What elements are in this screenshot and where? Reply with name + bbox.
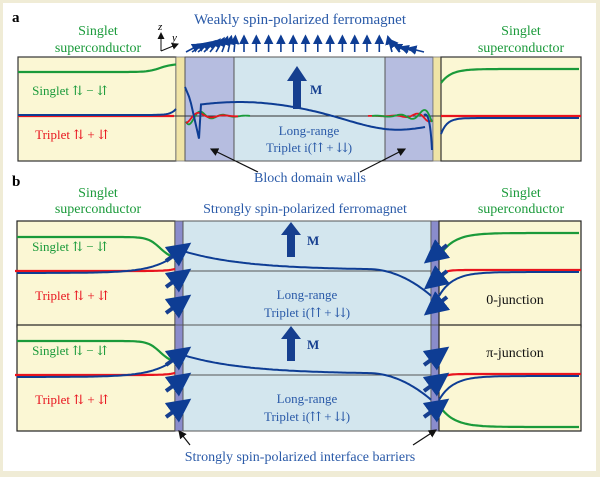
barrier-spin-arrow-icon (422, 346, 450, 371)
magnetization-arrow-icon (287, 66, 307, 109)
long-range-curve (182, 354, 432, 401)
right-sc-label-line2: superconductor (478, 202, 565, 217)
axes-icon: z y (157, 21, 179, 52)
barrier-spin-arrow-icon (164, 372, 192, 397)
long-range-curve (184, 86, 426, 139)
ferromagnet-region (233, 56, 386, 162)
axis-z-label: z (157, 21, 163, 33)
spin-arrows (185, 34, 425, 55)
domain-wall-pointer-right (359, 148, 407, 173)
barrier-spin-arrow-icon (423, 265, 451, 290)
triplet-label: Triplet ⇅ + ⇵ (35, 127, 109, 142)
panel-b-title: Strongly spin-polarized ferromagnet (203, 202, 407, 217)
long-range-curve-left (17, 358, 176, 378)
long-range-label-line1: Long-range (279, 123, 340, 138)
right-sc-label-line1: Singlet (501, 24, 541, 39)
barrier-spin-arrow-icon (422, 372, 450, 397)
right-sc-label-line2: superconductor (478, 41, 565, 56)
long-range-tail-right (423, 113, 433, 151)
singlet-curve-right (440, 67, 579, 84)
barrier-spin-arrow-icon (423, 291, 451, 316)
singlet-label: Singlet ⇅ − ⇵ (32, 83, 108, 98)
panel-a-curves (18, 63, 581, 151)
spin-arrow-icon (224, 34, 235, 53)
right-superconductor-region (438, 324, 582, 432)
triplet-curve-left (15, 371, 176, 377)
right-sc-label-line1: Singlet (501, 186, 541, 201)
long-range-curve-left (17, 254, 176, 274)
barrier-spin-arrow-icon (164, 242, 192, 267)
triplet-curve-right (438, 268, 581, 278)
barrier-pointer-right (412, 429, 438, 446)
long-range-curve-left (18, 108, 177, 116)
panel-b-letter: b (12, 174, 20, 190)
junction-type-label: 0-junction (486, 293, 544, 308)
left-interface (175, 56, 186, 162)
domain-walls-label: Bloch domain walls (254, 171, 366, 186)
axis-y-label: y (171, 32, 177, 44)
singlet-curve-left (18, 63, 177, 74)
barrier-spin-arrow-icon (164, 398, 192, 423)
spin-arrow-icon (385, 34, 395, 53)
barrier-pointer-left (178, 430, 191, 446)
long-range-label-line2: Triplet i(⇈ + ⇊) (266, 140, 352, 155)
right-domain-wall (384, 56, 434, 162)
long-range-label-line2: Triplet i(⇈ + ⇊) (264, 305, 350, 320)
junction-1: M Singlet ⇅ − ⇵ Triplet ⇅ + ⇵ Long-rangeTri… (15, 324, 582, 432)
left-sc-label-line2: superconductor (55, 202, 142, 217)
spin-arrow-icon (229, 34, 240, 53)
long-range-label-line1: Long-range (277, 391, 338, 406)
magnetization-arrow-icon (281, 326, 301, 361)
domain-wall-pointer-left (209, 148, 259, 173)
triplet-label: Triplet ⇅ + ⇵ (35, 392, 109, 407)
magnetization-label: M (307, 233, 319, 248)
barrier-spin-arrow-icon (423, 239, 451, 264)
magnetization-label: M (307, 337, 319, 352)
triplet-curve-left (15, 267, 176, 273)
triplet-osc-left (185, 112, 238, 124)
long-range-curve-right (438, 375, 579, 401)
right-barrier (430, 324, 440, 432)
long-range-curve (182, 250, 432, 297)
long-range-label-line2: Triplet i(⇈ + ⇊) (264, 409, 350, 424)
left-sc-label-line2: superconductor (55, 41, 142, 56)
junction-0: M Singlet ⇅ − ⇵ Triplet ⇅ + ⇵ Long-rangeTri… (15, 220, 582, 328)
singlet-label: Singlet ⇅ − ⇵ (32, 239, 108, 254)
right-superconductor-region (440, 56, 582, 162)
barrier-spin-arrow-icon (164, 268, 192, 293)
spin-arrow-icon (406, 45, 425, 55)
long-range-label-line1: Long-range (277, 287, 338, 302)
long-range-curve-right (438, 271, 579, 297)
barrier-spin-arrow-icon (164, 294, 192, 319)
singlet-curve-right (438, 231, 579, 258)
singlet-curve-left (17, 235, 176, 259)
panel-b: b Singlet superconductor Strongly spin-p… (12, 174, 582, 465)
ferromagnet-region (182, 220, 432, 328)
barrier-spin-arrow-icon (422, 398, 450, 423)
singlet-osc-right (371, 109, 433, 123)
barriers-label: Strongly spin-polarized interface barrie… (185, 450, 416, 465)
left-sc-label-line1: Singlet (78, 186, 118, 201)
barrier-spin-arrow-icon (164, 346, 192, 371)
junction-type-label: π-junction (486, 346, 544, 361)
left-sc-label-line1: Singlet (78, 24, 118, 39)
singlet-label: Singlet ⇅ − ⇵ (32, 343, 108, 358)
long-range-curve-right (440, 117, 579, 135)
singlet-curve-right (438, 404, 579, 429)
panel-a: a Weakly spin-polarized ferromagnet Sing… (12, 10, 582, 186)
panel-a-letter: a (12, 10, 20, 26)
panel-a-title: Weakly spin-polarized ferromagnet (194, 12, 407, 28)
triplet-label: Triplet ⇅ + ⇵ (35, 288, 109, 303)
ferromagnet-region (182, 324, 432, 432)
magnetization-label: M (310, 82, 322, 97)
right-interface (432, 56, 442, 162)
right-superconductor-region (438, 220, 582, 328)
singlet-curve-left (17, 339, 176, 363)
magnetization-arrow-icon (281, 222, 301, 257)
triplet-curve-right (438, 372, 581, 382)
